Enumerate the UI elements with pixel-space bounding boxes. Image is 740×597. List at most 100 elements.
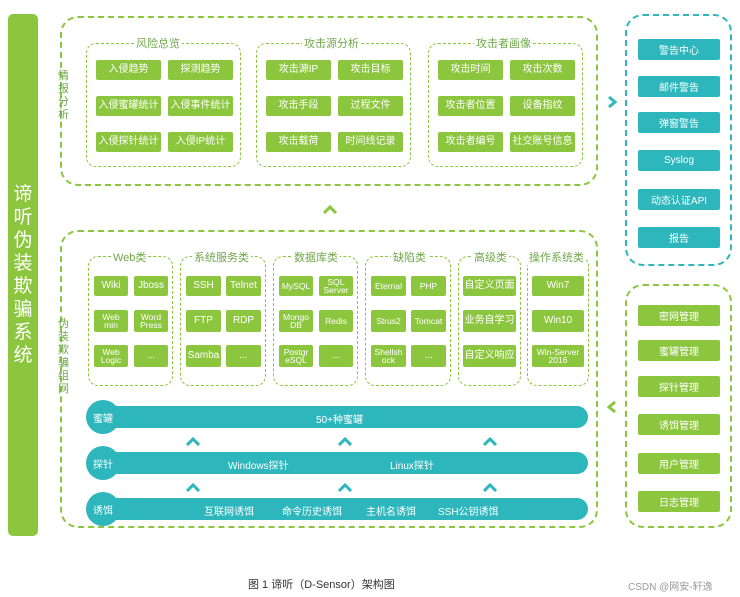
honeypot-count: 50+种蜜罐	[316, 415, 363, 426]
up-arrow-icon	[483, 436, 497, 446]
decoy-item[interactable]: FTP	[186, 310, 221, 332]
system-title-bar: 谛听伪装欺骗系统	[8, 14, 38, 536]
bait-item: SSH公钥诱饵	[438, 507, 499, 518]
decoy-item[interactable]: 自定义响应	[463, 345, 516, 367]
decoy-item[interactable]: ...	[226, 345, 261, 367]
intel-item[interactable]: 攻击者编号	[438, 132, 503, 152]
decoy-item[interactable]: Samba	[186, 345, 221, 367]
management-item[interactable]: 日志管理	[638, 491, 720, 512]
decoy-item[interactable]: PHP	[411, 276, 446, 296]
intel-item[interactable]: 过程文件	[338, 96, 403, 116]
intel-item[interactable]: 探测趋势	[168, 60, 233, 80]
decoy-item[interactable]: Postgr eSQL	[279, 345, 313, 367]
alert-item[interactable]: Syslog	[638, 150, 720, 171]
decoy-item[interactable]: Telnet	[226, 276, 261, 296]
intel-item[interactable]: 攻击源IP	[266, 60, 331, 80]
bait-item: 主机名诱饵	[366, 507, 416, 518]
left-arrow-icon	[606, 400, 616, 414]
decoy-item[interactable]: Shellsh ock	[371, 345, 406, 367]
decoy-item[interactable]: SQL Server	[319, 276, 353, 296]
management-item[interactable]: 诱饵管理	[638, 414, 720, 435]
decoy-item[interactable]: 业务自学习	[463, 310, 516, 332]
intel-item[interactable]: 攻击载荷	[266, 132, 331, 152]
up-arrow-icon	[186, 436, 200, 446]
decoy-item[interactable]: Jboss	[134, 276, 168, 296]
up-arrow-icon	[338, 436, 352, 446]
alert-item[interactable]: 邮件警告	[638, 76, 720, 97]
figure-caption: 图 1 谛听（D-Sensor）架构图	[248, 579, 395, 591]
alert-item[interactable]: 报告	[638, 227, 720, 248]
intel-item[interactable]: 攻击次数	[510, 60, 575, 80]
up-arrow-icon	[483, 482, 497, 492]
decoy-item[interactable]: SSH	[186, 276, 221, 296]
group-title: 操作系统类	[527, 249, 586, 265]
decoy-item[interactable]: Win-Server 2016	[532, 345, 584, 367]
probe-linux: Linux探针	[390, 461, 434, 472]
bait-bar	[102, 498, 588, 520]
group-title: 缺陷类	[391, 249, 428, 265]
bait-item: 命令历史诱饵	[282, 507, 342, 518]
up-arrow-icon	[338, 482, 352, 492]
group-title: 风险总览	[134, 35, 182, 51]
decoy-item[interactable]: Web min	[94, 310, 128, 332]
alert-item[interactable]: 弹窗警告	[638, 112, 720, 133]
management-item[interactable]: 用户管理	[638, 453, 720, 474]
probe-windows: Windows探针	[228, 461, 289, 472]
group-title: Web类	[111, 249, 149, 265]
decoy-item[interactable]: 自定义页面	[463, 276, 516, 296]
intel-analysis-section	[60, 16, 598, 186]
intel-item[interactable]: 入侵趋势	[96, 60, 161, 80]
decoy-item[interactable]: Eternal	[371, 276, 406, 296]
intel-analysis-label: 情报分析	[58, 70, 69, 121]
intel-item[interactable]: 入侵蜜罐统计	[96, 96, 161, 116]
decoy-item[interactable]: Win7	[532, 276, 584, 296]
management-item[interactable]: 密网管理	[638, 305, 720, 326]
decoy-item[interactable]: Wiki	[94, 276, 128, 296]
decoy-item[interactable]: MySQL	[279, 276, 313, 296]
intel-item[interactable]: 攻击者位置	[438, 96, 503, 116]
management-item[interactable]: 蜜罐管理	[638, 340, 720, 361]
right-arrow-icon	[608, 95, 618, 109]
group-title: 攻击者画像	[474, 35, 533, 51]
intel-item[interactable]: 入侵事件统计	[168, 96, 233, 116]
decoy-item[interactable]: RDP	[226, 310, 261, 332]
honeypot-bar	[102, 406, 588, 428]
intel-item[interactable]: 入侵探针统计	[96, 132, 161, 152]
group-title: 高级类	[472, 249, 509, 265]
bait-badge: 诱饵	[86, 492, 120, 526]
honeypot-badge: 蜜罐	[86, 400, 120, 434]
group-title: 数据库类	[292, 249, 340, 265]
intel-item[interactable]: 社交账号信息	[510, 132, 575, 152]
intel-item[interactable]: 时间线记录	[338, 132, 403, 152]
intel-item[interactable]: 入侵IP统计	[168, 132, 233, 152]
group-title: 攻击源分析	[302, 35, 361, 51]
decoy-item[interactable]: ...	[411, 345, 446, 367]
management-item[interactable]: 探针管理	[638, 376, 720, 397]
decoy-item[interactable]: ...	[134, 345, 168, 367]
probe-badge: 探针	[86, 446, 120, 480]
intel-item[interactable]: 攻击时间	[438, 60, 503, 80]
intel-item[interactable]: 攻击目标	[338, 60, 403, 80]
alert-item[interactable]: 警告中心	[638, 39, 720, 60]
decoy-item[interactable]: Word Press	[134, 310, 168, 332]
probe-bar	[102, 452, 588, 474]
decoy-item[interactable]: Web Logic	[94, 345, 128, 367]
decoy-item[interactable]: ...	[319, 345, 353, 367]
watermark: CSDN @网安-轩逸	[628, 582, 713, 593]
system-title: 谛听伪装欺骗系统	[13, 184, 33, 366]
decoy-network-section	[60, 230, 598, 528]
decoy-item[interactable]: Win10	[532, 310, 584, 332]
alert-item[interactable]: 动态认证API	[638, 189, 720, 210]
management-panel	[625, 284, 732, 528]
intel-item[interactable]: 设备指纹	[510, 96, 575, 116]
group-title: 系统服务类	[192, 249, 251, 265]
decoy-item[interactable]: Tomcat	[411, 310, 446, 332]
decoy-item[interactable]: Redis	[319, 310, 353, 332]
decoy-network-label: 伪装欺骗组网	[58, 318, 69, 395]
bait-item: 互联网诱饵	[204, 507, 254, 518]
alerts-panel	[625, 14, 732, 266]
up-arrow-icon	[322, 204, 338, 214]
decoy-item[interactable]: Mongo DB	[279, 310, 313, 332]
decoy-item[interactable]: Strus2	[371, 310, 406, 332]
intel-item[interactable]: 攻击手段	[266, 96, 331, 116]
